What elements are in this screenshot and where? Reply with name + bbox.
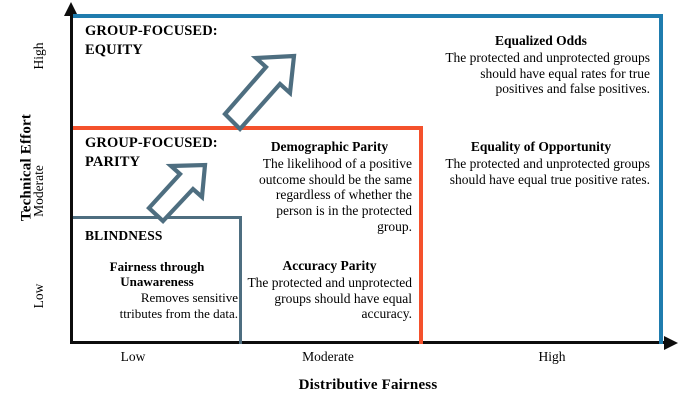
parity-zone-right-edge — [419, 126, 423, 344]
concept-equalized-odds-body: The protected and unprotected groups sho… — [445, 49, 650, 97]
x-axis-line — [70, 341, 666, 344]
concept-fairness-through-unawareness: Fairness through Unawareness Removes sen… — [76, 259, 238, 321]
x-axis-arrow-icon — [664, 335, 678, 350]
concept-equality-of-opportunity-body: The protected and unprotected groups sho… — [445, 155, 650, 187]
x-axis-title: Distributive Fairness — [298, 377, 438, 393]
concept-equalized-odds: Equalized Odds The protected and unprote… — [432, 33, 650, 97]
x-tick-label-high: High — [538, 349, 566, 364]
equity-zone-right-edge — [659, 14, 663, 344]
concept-equality-of-opportunity: Equality of Opportunity The protected an… — [432, 139, 650, 187]
blindness-zone-heading: BLINDNESS — [85, 228, 163, 243]
concept-equality-of-opportunity-title: Equality of Opportunity — [470, 139, 612, 154]
x-tick-label-low: Low — [120, 349, 146, 364]
parity-zone-heading: GROUP-FOCUSED: PARITY — [85, 135, 218, 171]
concept-demographic-parity: Demographic Parity The likelihood of a p… — [247, 139, 412, 235]
y-tick-label-low: Low — [31, 283, 46, 309]
concept-accuracy-parity-body: The protected and unprotected groups sho… — [247, 274, 412, 322]
concept-demographic-parity-body: The likelihood of a positive outcome sho… — [259, 155, 412, 234]
concept-equalized-odds-title: Equalized Odds — [495, 33, 587, 48]
concept-fairness-through-unawareness-body: Removes sensitive ttributes from the dat… — [76, 290, 238, 320]
concept-fairness-body-line-1: Removes sensitive — [140, 290, 238, 306]
x-tick-label-moderate: Moderate — [302, 349, 354, 364]
y-tick-label-high: High — [31, 42, 46, 70]
y-tick-label-moderate: Moderate — [31, 165, 46, 217]
concept-fairness-body-line-2: ttributes from the data. — [119, 305, 238, 321]
progression-arrow-parity-to-equity-icon — [222, 53, 297, 133]
concept-accuracy-parity: Accuracy Parity The protected and unprot… — [247, 258, 412, 322]
y-axis-line — [70, 14, 73, 344]
progression-arrow-blindness-to-parity-icon — [146, 162, 208, 224]
concept-fairness-through-unawareness-title: Fairness through Unawareness — [109, 259, 205, 290]
equity-zone-heading: GROUP-FOCUSED: EQUITY — [85, 23, 218, 59]
concept-accuracy-parity-title: Accuracy Parity — [282, 258, 377, 273]
y-axis-arrow-icon — [64, 2, 78, 16]
concept-demographic-parity-title: Demographic Parity — [270, 139, 389, 154]
